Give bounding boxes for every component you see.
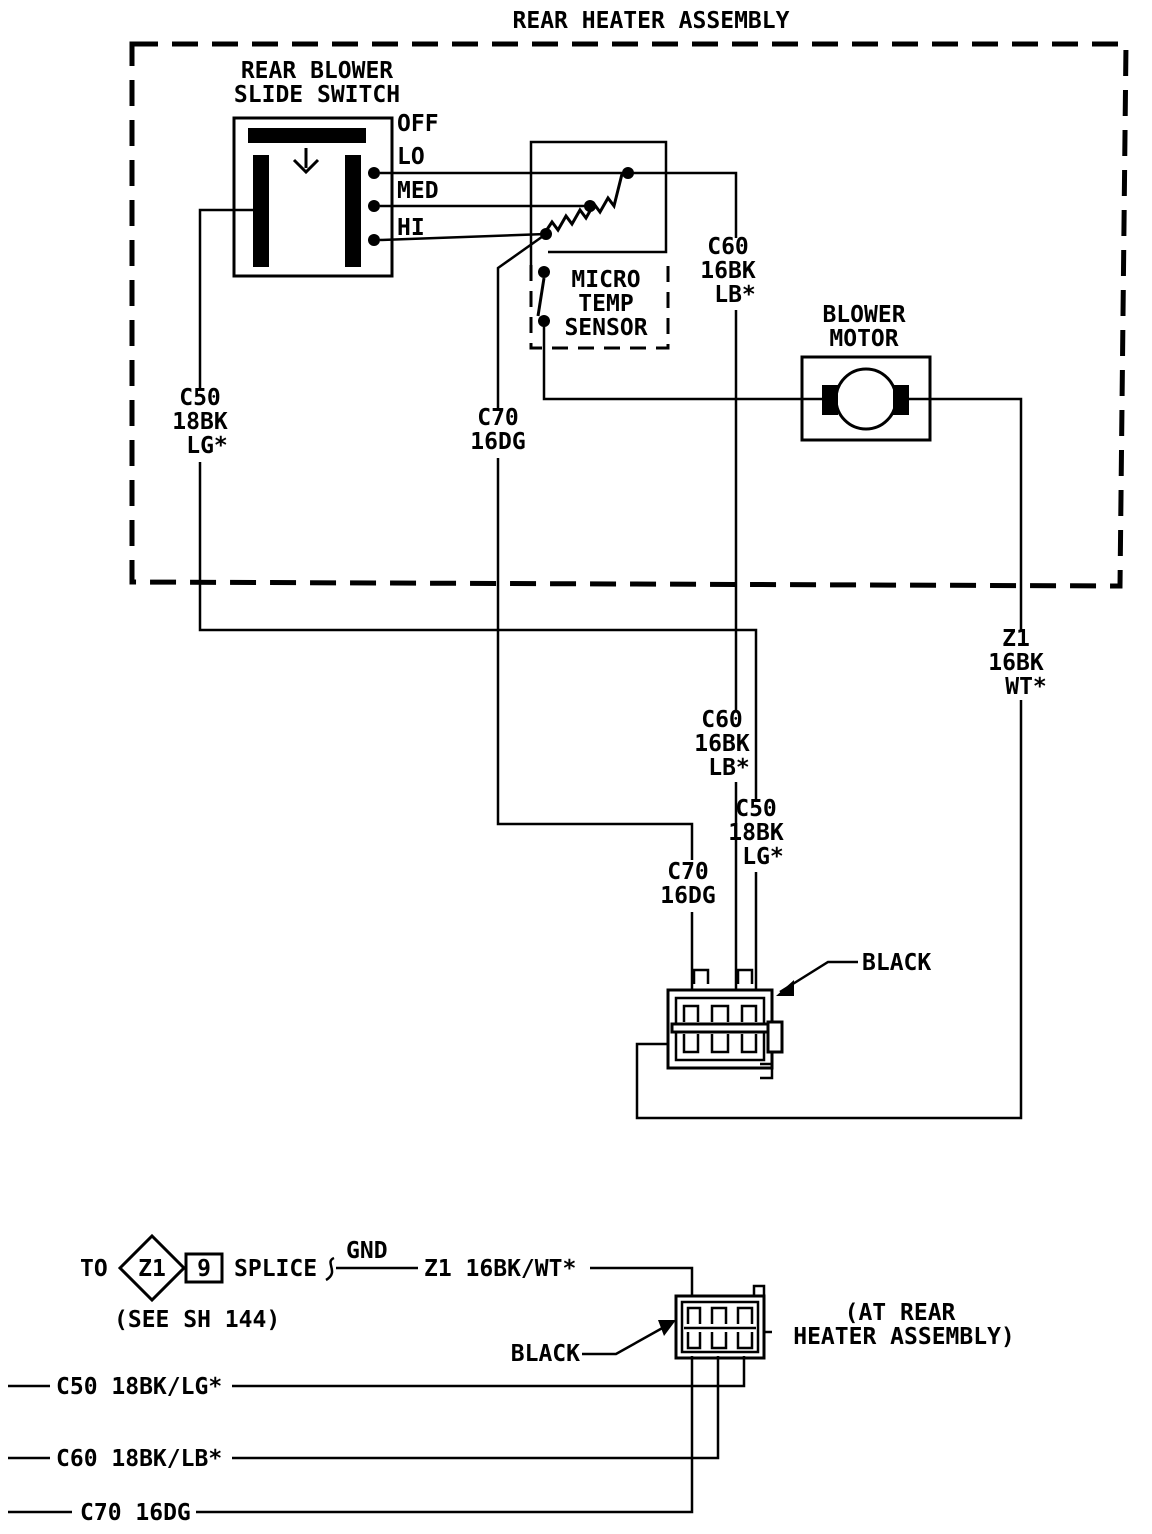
connector-lower-leader [582, 1324, 667, 1356]
c70-lower-circuit: C70 [667, 859, 709, 885]
splice-number: 9 [197, 1256, 211, 1282]
sensor-dashed-outline [529, 264, 670, 350]
switch-label-line1: REAR BLOWER [241, 58, 393, 84]
z1-right-tracer: WT* [1005, 674, 1047, 700]
connector-location-line2: HEATER ASSEMBLY) [793, 1324, 1015, 1350]
wire-c70-top [496, 232, 547, 410]
connector-lower-color: BLACK [511, 1341, 580, 1367]
switch-top-bar [248, 128, 366, 143]
connector-upper-key [760, 1062, 774, 1080]
c50-upper-tracer: LG* [186, 433, 228, 459]
connector-lower: BLACK (AT REAR HEATER ASSEMBLY) [511, 1284, 1015, 1367]
switch-pos-off: OFF [397, 111, 439, 137]
connector-upper: BLACK [666, 950, 931, 1080]
switch-right-contact [345, 155, 361, 267]
connector-upper-arrow-icon [776, 980, 794, 996]
z1-right-circuit: Z1 [1002, 626, 1030, 652]
connector-upper-cavities-bottom [682, 1034, 758, 1054]
connector-upper-lock-tab [766, 1020, 784, 1054]
sensor-label-line2: TEMP [578, 291, 633, 317]
splice-reference: TO Z1 9 SPLICE (SEE SH 144) GND Z1 16BK/… [80, 1233, 694, 1333]
connector-lower-cavities-top [686, 1306, 754, 1324]
gnd-label: GND [346, 1238, 388, 1264]
connector-lower-cavities-bottom [686, 1332, 754, 1350]
c60-bottom-label: C60 18BK/LB* [56, 1446, 222, 1472]
c70-bottom-wire [196, 1356, 694, 1514]
c70-upper-circuit: C70 [477, 405, 519, 431]
connector-lower-latch [752, 1284, 766, 1296]
motor-brush-left [822, 385, 838, 415]
motor-brush-right [893, 385, 909, 415]
c60-lower-tracer: LB* [708, 755, 750, 781]
switch-terminal-lo [368, 167, 380, 179]
connector-location-line1: (AT REAR [845, 1300, 956, 1326]
rear-blower-slide-switch: REAR BLOWER SLIDE SWITCH OFF LO MED HI [232, 58, 439, 278]
connector-upper-cavities-top [682, 1004, 758, 1022]
connector-lower-inner [680, 1300, 760, 1354]
splice-break-icon [325, 1256, 335, 1282]
c60-lower-gauge: 16BK [694, 731, 750, 757]
c60-upper-circuit: C60 [707, 234, 749, 260]
wire-hi [379, 232, 547, 242]
wire-c50-run [198, 462, 758, 800]
c50-upper-gauge: 18BK [172, 409, 228, 435]
c60-bottom-wire [232, 1356, 720, 1460]
connector-upper-color: BLACK [862, 950, 931, 976]
motor-label-line1: BLOWER [822, 302, 905, 328]
z1-right-gauge: 16BK [988, 650, 1044, 676]
micro-temp-sensor: MICRO TEMP SENSOR [529, 264, 670, 350]
sensor-label-line1: MICRO [571, 267, 640, 293]
c50-lower-tracer: LG* [742, 844, 784, 870]
sensor-switch-blade [536, 277, 546, 317]
c70-bottom-label: C70 16DG [80, 1500, 191, 1526]
c70-upper-gauge: 16DG [470, 429, 525, 455]
c50-upper-circuit: C50 [179, 385, 221, 411]
wire-sensor-to-motor [542, 321, 822, 401]
motor-armature-icon [834, 367, 898, 431]
c50-bottom-wire [232, 1356, 746, 1388]
resistor-block [529, 140, 668, 265]
motor-label-line2: MOTOR [829, 326, 898, 352]
switch-pos-hi: HI [397, 215, 425, 241]
switch-arrow-icon [292, 148, 320, 175]
splice-diamond-icon [117, 1233, 187, 1303]
connector-upper-divider [670, 1022, 770, 1034]
switch-pos-med: MED [397, 178, 439, 204]
connector-lower-arrow-icon [658, 1320, 676, 1336]
wire-z1-run [635, 700, 1023, 1120]
connector-upper-leader [779, 960, 858, 994]
diagram-title: REAR HEATER ASSEMBLY [513, 8, 790, 34]
blower-motor: BLOWER MOTOR [800, 302, 932, 442]
splice-number-box [184, 1252, 224, 1284]
splice-to: TO [80, 1256, 108, 1282]
splice-label: SPLICE [234, 1256, 317, 1282]
switch-left-contact [253, 155, 269, 267]
c70-lower-gauge: 16DG [660, 883, 715, 909]
sensor-contact-top [538, 266, 550, 278]
resistor-coil-icon [542, 173, 624, 235]
c50-bottom-label: C50 18BK/LG* [56, 1374, 222, 1400]
wire-c50-top [198, 208, 253, 390]
switch-pos-lo: LO [397, 144, 425, 170]
c50-lower-gauge: 18BK [728, 820, 784, 846]
c60-upper-tracer: LB* [714, 282, 756, 308]
wire-motor-to-z1 [909, 397, 1023, 630]
wire-lo-c60 [380, 171, 738, 238]
z1-bottom-label: Z1 16BK/WT* [424, 1256, 576, 1282]
resistor-block-outline [529, 140, 668, 265]
wire-c70-run [496, 458, 694, 860]
rear-heater-assembly-boundary [129, 41, 1129, 589]
c60-lower-circuit: C60 [701, 707, 743, 733]
switch-terminal-med [368, 200, 380, 212]
connector-upper-latches [692, 968, 754, 984]
c50-lower-circuit: C50 [735, 796, 777, 822]
splice-see-sheet: (SEE SH 144) [114, 1307, 280, 1333]
splice-id: Z1 [138, 1256, 166, 1282]
switch-terminal-hi [368, 234, 380, 246]
c60-upper-gauge: 16BK [700, 258, 756, 284]
switch-label-line2: SLIDE SWITCH [234, 82, 400, 108]
sensor-label-line3: SENSOR [564, 315, 647, 341]
z1-bottom-wire [590, 1266, 694, 1298]
